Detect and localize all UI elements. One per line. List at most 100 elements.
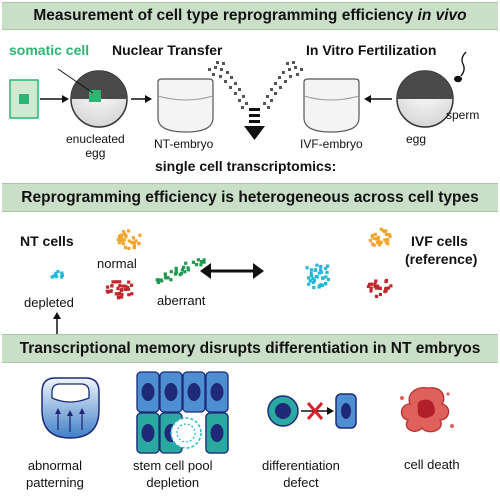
enucleated-egg-label: enucleated egg [66, 132, 125, 160]
cell-dot [305, 266, 309, 270]
bottom-section-title: Transcriptional memory disrupts differen… [2, 334, 498, 363]
nt-cell-dissociation-dots [208, 61, 248, 109]
cell-dot [113, 280, 117, 284]
cell-dot [388, 234, 392, 238]
stem-cell-nucleus [164, 383, 178, 401]
cell-dot [196, 258, 200, 262]
cell-dot [155, 278, 159, 282]
stem-cell-nucleus [210, 383, 224, 401]
cell-dot [374, 237, 378, 241]
cell-dot [326, 264, 330, 268]
cell-dot [186, 266, 190, 270]
nt-embryo-label: NT-embryo [154, 137, 214, 151]
cell-dot [309, 271, 313, 275]
ivf-embryo-icon [303, 78, 360, 133]
cell-dot [202, 258, 206, 262]
cell-dot [109, 289, 113, 293]
cell-dot [130, 292, 134, 296]
in-vitro-fertilization-label: In Vitro Fertilization [306, 42, 437, 58]
abnormal-patterning-icon [41, 377, 100, 439]
cell-dot [375, 240, 380, 245]
cell-death-label: cell death [404, 457, 460, 472]
cell-dot [123, 287, 127, 292]
cell-dot [370, 282, 374, 286]
cell-dot [372, 243, 376, 247]
cell-dot [127, 246, 131, 250]
cell-dot [114, 292, 118, 296]
cell-dot [119, 235, 123, 239]
cell-dot [159, 278, 163, 282]
cell-dot [324, 275, 328, 279]
cell-dot [186, 268, 191, 272]
cell-dot [119, 233, 123, 237]
somatic-cell-label: somatic cell [9, 42, 90, 58]
cell-dot [120, 292, 124, 297]
cell-dot [132, 244, 137, 248]
down-arrow-icon [244, 108, 265, 140]
cell-dot [163, 275, 168, 279]
cell-dot [50, 275, 54, 279]
cell-dot [325, 270, 329, 275]
cell-dot [116, 237, 120, 242]
cell-dot [372, 236, 376, 241]
cell-dot [383, 238, 387, 242]
cell-dot [132, 242, 136, 246]
cell-dot [118, 284, 122, 288]
nuclear-transfer-label: Nuclear Transfer [112, 42, 223, 58]
sperm-label: sperm [446, 108, 480, 122]
depleted-label: depleted [24, 295, 74, 310]
cell-dot [370, 235, 374, 239]
cell-dot [56, 270, 60, 274]
cell-dot [127, 229, 131, 233]
cell-dot [312, 285, 316, 290]
cell-dot [127, 293, 131, 297]
cell-dot [130, 241, 134, 245]
cell-dot [137, 242, 141, 246]
cell-dot [115, 280, 119, 284]
nt-red-cluster [105, 280, 134, 300]
cell-dot [386, 286, 390, 290]
cell-dot [387, 233, 391, 237]
cell-dot [126, 287, 130, 291]
top-title-italic: in vivo [417, 7, 467, 24]
cell-dot [378, 292, 382, 297]
cell-dot [309, 268, 313, 272]
cell-dot [124, 284, 128, 288]
egg-label: egg [406, 132, 427, 146]
cell-dot [121, 284, 125, 288]
cell-dot [127, 280, 131, 284]
cell-dot [173, 272, 178, 276]
cell-dot [376, 235, 380, 240]
cell-dot [105, 289, 109, 293]
cell-dot [179, 271, 184, 276]
cell-dot [377, 243, 382, 247]
cell-dot [368, 239, 372, 243]
up-arrow-icon [53, 312, 61, 334]
cell-dot [169, 278, 173, 282]
stem-cell-nucleus [141, 383, 155, 401]
depleted-stem-cell [170, 417, 202, 449]
cell-dot [54, 274, 59, 279]
cell-dot [321, 276, 325, 280]
cell-dot [369, 286, 373, 290]
cell-dot [174, 266, 178, 270]
cell-dot [326, 277, 330, 282]
cell-dot [52, 274, 56, 278]
stem-cell-nucleus [187, 383, 201, 401]
reference-label: (reference) [405, 251, 478, 267]
cell-dot [117, 296, 121, 300]
cell-dot [194, 263, 198, 267]
nt-depleted-cluster [50, 270, 64, 279]
cell-dot [379, 240, 383, 244]
cell-dot [138, 233, 142, 237]
cell-dot [317, 271, 321, 275]
top-title-main: Measurement of cell type reprogramming e… [33, 7, 414, 24]
cell-dot [314, 268, 318, 272]
normal-label: normal [97, 256, 137, 271]
cell-dot [312, 279, 317, 283]
cell-dot [180, 268, 184, 272]
cell-dot [118, 241, 122, 245]
aberrant-label: aberrant [157, 293, 206, 308]
depleted-stem-cell-nucleus [176, 423, 196, 443]
cell-dot [386, 238, 390, 242]
